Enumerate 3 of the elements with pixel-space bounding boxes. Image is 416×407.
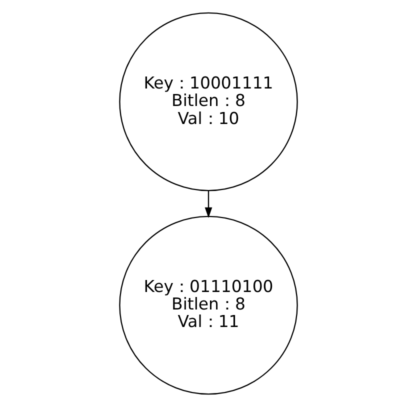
arrow <box>204 190 212 218</box>
node-circle: Key：01110100 Bitlen：8 Val：11 <box>118 216 298 395</box>
node-circle: Key：10001111 Bitlen：8 Val：10 <box>118 12 298 192</box>
